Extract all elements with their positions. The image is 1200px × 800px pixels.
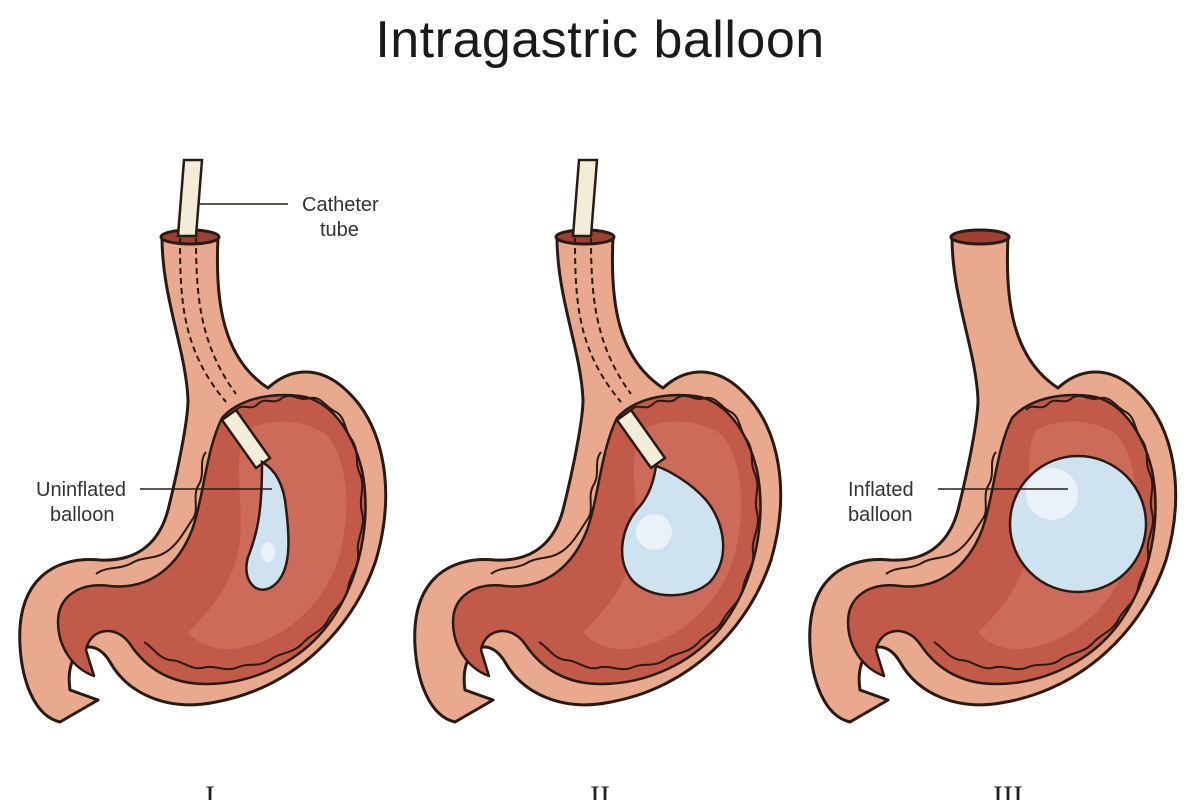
diagram-title: Intragastric balloon <box>375 11 825 69</box>
stomach-panel-1: Catheter tube Uninflated balloon I <box>18 158 388 800</box>
inflated-balloon <box>1008 454 1148 594</box>
step-label-3: III <box>993 780 1023 800</box>
balloon-highlight <box>1026 468 1078 520</box>
catheter-label-line2: tube <box>320 219 359 241</box>
balloon-highlight <box>261 542 275 562</box>
stomach-panel-2: II <box>413 158 783 800</box>
inflated-label-line1: Inflated <box>848 479 914 501</box>
catheter-tube <box>176 158 272 470</box>
step-label-1: I <box>205 780 215 800</box>
catheter-tube <box>571 158 667 470</box>
uninflated-label-line2: balloon <box>50 504 115 526</box>
partially-inflated-balloon <box>620 464 725 597</box>
inflated-label-line2: balloon <box>848 504 913 526</box>
stomach-panel-3: Inflated balloon III <box>808 228 1178 800</box>
catheter-label-line1: Catheter <box>302 194 379 216</box>
step-label-2: II <box>590 780 610 800</box>
uninflated-label-line1: Uninflated <box>36 479 126 501</box>
uninflated-balloon <box>245 459 290 591</box>
balloon-highlight <box>636 514 672 550</box>
